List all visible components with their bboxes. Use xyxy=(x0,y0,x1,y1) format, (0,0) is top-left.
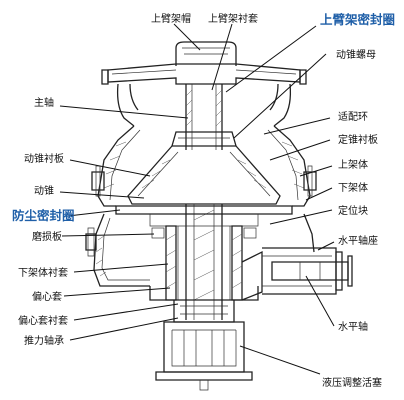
label-fixed-cone-liner: 定锥衬板 xyxy=(338,133,378,146)
label-moving-cone-liner: 动锥衬板 xyxy=(24,152,64,165)
label-hydraulic-piston: 液压调整活塞 xyxy=(322,376,382,389)
label-dust-seal: 防尘密封圈 xyxy=(12,208,75,223)
label-upper-arm-bushing: 上臂架衬套 xyxy=(208,12,258,25)
crusher-cross-section xyxy=(85,41,353,391)
labels: 上臂架帽 上臂架衬套 上臂架密封圈 动锥螺母 主轴 适配环 定锥衬板 动锥衬板 … xyxy=(12,12,395,389)
leader-lines xyxy=(59,23,335,375)
label-horizontal-shaft-seat: 水平轴座 xyxy=(338,234,378,247)
label-upper-arm-cap: 上臂架帽 xyxy=(151,12,191,25)
label-lower-frame: 下架体 xyxy=(338,182,368,194)
label-thrust-bearing: 推力轴承 xyxy=(24,334,64,347)
label-cone-nut: 动锥螺母 xyxy=(336,49,376,61)
label-locating-block: 定位块 xyxy=(338,204,368,217)
label-upper-arm-seal: 上臂架密封圈 xyxy=(320,12,395,27)
label-adapter-ring: 适配环 xyxy=(338,111,368,123)
label-eccentric-bushing: 偏心套衬套 xyxy=(18,314,68,327)
label-lower-frame-bushing: 下架体衬套 xyxy=(18,266,68,279)
label-moving-cone: 动锥 xyxy=(34,185,54,197)
label-eccentric-sleeve: 偏心套 xyxy=(32,290,62,303)
label-main-shaft: 主轴 xyxy=(34,96,54,109)
label-wear-plate: 磨损板 xyxy=(32,230,62,243)
label-upper-frame: 上架体 xyxy=(338,159,368,171)
label-horizontal-shaft: 水平轴 xyxy=(338,320,368,333)
